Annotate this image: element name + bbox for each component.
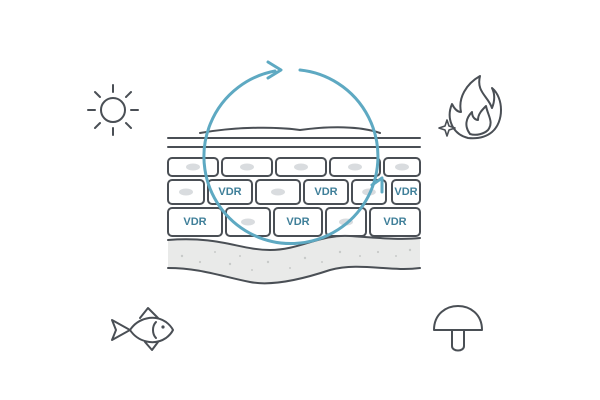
cell-nucleus (395, 163, 409, 171)
fish-icon (111, 307, 174, 351)
mushroom-icon (433, 305, 483, 352)
skin-cell (167, 207, 223, 237)
vdr-label: VDR (314, 186, 337, 198)
cell-nucleus (240, 163, 254, 171)
skin-cell (273, 207, 323, 237)
skin-cell (303, 179, 349, 205)
vdr-label: VDR (383, 216, 406, 228)
cell-nucleus (241, 218, 255, 226)
vdr-label: VDR (218, 186, 241, 198)
skin-cell (207, 179, 253, 205)
cell-nucleus (186, 163, 200, 171)
skin-cells: VDR VDR VDR VDR VDR VDR (167, 157, 421, 237)
cell-nucleus (179, 188, 193, 196)
skin-cell (369, 207, 421, 237)
cycle-arrow (202, 60, 384, 245)
skin-cell (391, 179, 421, 205)
cell-nucleus (348, 163, 362, 171)
sparkle-icon (438, 119, 456, 137)
vdr-label: VDR (286, 216, 309, 228)
cell-nucleus (294, 163, 308, 171)
vdr-label: VDR (394, 186, 417, 198)
fire-icon (448, 75, 502, 140)
dermis (167, 234, 421, 285)
vdr-label: VDR (183, 216, 206, 228)
cell-nucleus (271, 188, 285, 196)
sun-icon (87, 84, 139, 136)
